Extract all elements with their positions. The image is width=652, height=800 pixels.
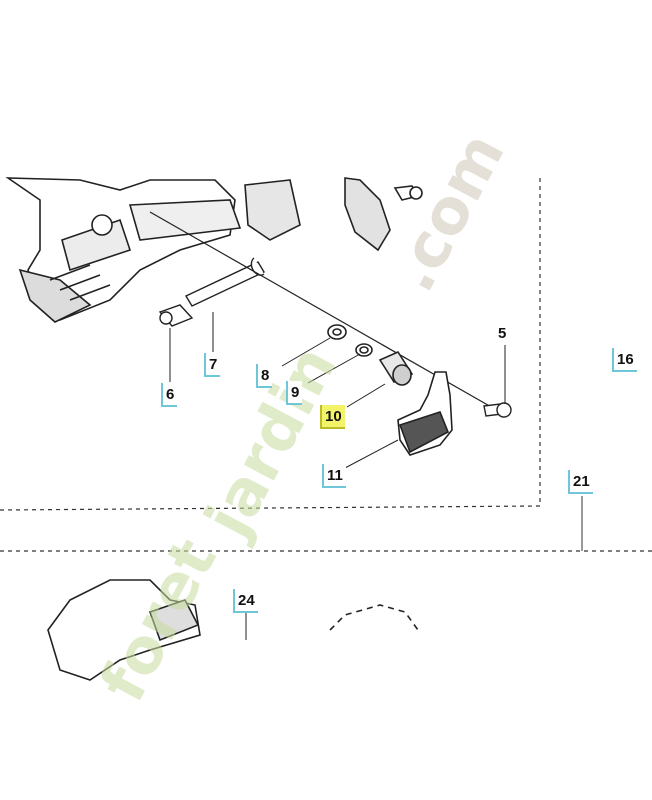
callout-part-8[interactable]: 8 — [256, 364, 273, 388]
bushing-part-10 — [378, 350, 414, 386]
washer-part-9 — [355, 343, 373, 357]
callout-part-5[interactable]: 5 — [498, 325, 507, 342]
callout-part-16[interactable]: 16 — [612, 348, 637, 372]
bracket-part — [344, 177, 423, 252]
callout-part-7[interactable]: 7 — [204, 353, 221, 377]
callout-part-6[interactable]: 6 — [161, 383, 178, 407]
screw-part-5 — [483, 402, 512, 418]
callout-part-11[interactable]: 11 — [322, 464, 346, 488]
lever-part-11 — [397, 371, 453, 456]
callout-part-9[interactable]: 9 — [286, 381, 303, 405]
lower-dashed-outline — [329, 604, 419, 631]
handle-housing — [5, 177, 301, 323]
shaft-part — [185, 257, 265, 307]
washer-part-8 — [327, 324, 347, 340]
lower-assembly — [47, 579, 201, 681]
leader-lines — [169, 312, 506, 640]
callout-part-24[interactable]: 24 — [233, 589, 258, 613]
callout-part-10[interactable]: 10 — [320, 405, 345, 429]
bolt-part-6 — [158, 304, 194, 327]
callout-part-21[interactable]: 21 — [568, 470, 593, 494]
